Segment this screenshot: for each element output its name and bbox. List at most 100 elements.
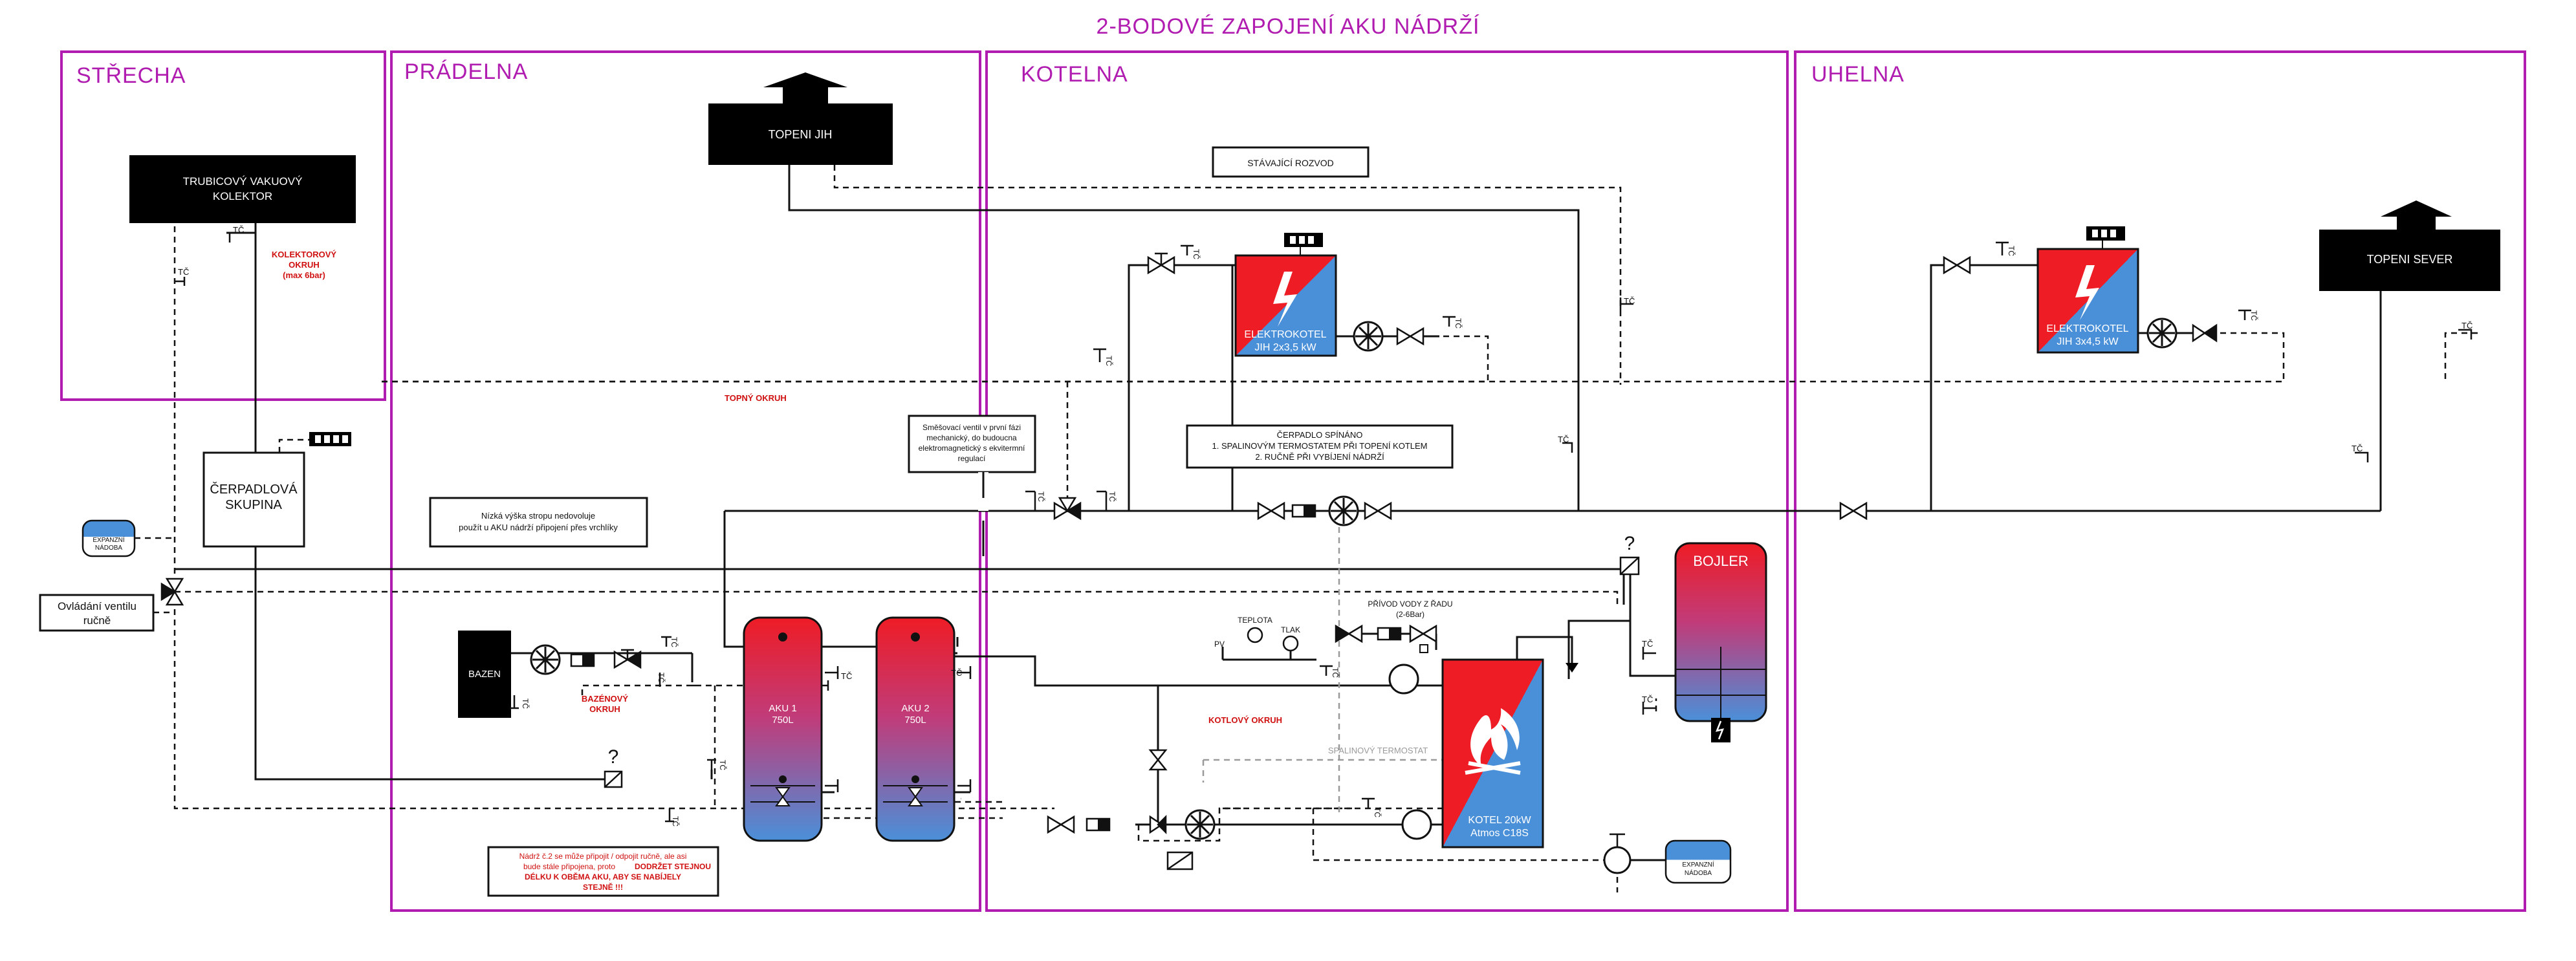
topeni-sever-block: TOPENI SEVER [2319, 200, 2500, 291]
tank2-note-2: bude stále připojena, proto [523, 862, 615, 871]
pool-circuit-label-1: BAZÉNOVÝ [582, 694, 629, 704]
tc-sensor-3: TČ [661, 636, 679, 647]
zone-strecha: STŘECHA [60, 50, 386, 401]
aku-tank-2: AKU 2 750L [875, 616, 955, 842]
svg-text:TČ: TČ [1104, 356, 1114, 366]
vacuum-collector: TRUBICOVÝ VAKUOVÝ KOLEKTOR [129, 155, 356, 223]
svg-text:TČ: TČ [2007, 246, 2016, 256]
tc-sensor-7: TČ [825, 666, 852, 681]
pool-circuit-label-2: OKRUH [589, 704, 620, 714]
svg-text:TČ: TČ [1108, 491, 1117, 502]
svg-text:TČ: TČ [1642, 695, 1653, 704]
pump-switch-note-1: ČERPADLO SPÍNÁNO [1277, 430, 1363, 440]
pv-label: PV [1214, 640, 1225, 649]
svg-text:TČ: TČ [2461, 321, 2472, 330]
svg-text:TČ: TČ [1558, 435, 1569, 444]
mixing-note-1: Směšovací ventil v první fázi [922, 423, 1021, 432]
main-line-pump [1257, 495, 1392, 526]
pipes-gray-dashed [1202, 527, 1443, 815]
pool-block: BAZEN [458, 631, 511, 718]
tc-sensor-21: TČ [1642, 639, 1656, 660]
question-mark-left: ? [608, 746, 619, 768]
zone-uhelna: UHELNA [1794, 50, 2526, 912]
aku-tank-1: AKU 1 750L [743, 616, 823, 842]
tc-sensor-25: TČ [2352, 444, 2369, 462]
question-mark-bojler: ? [1624, 533, 1635, 554]
svg-text:TČ: TČ [2249, 310, 2259, 321]
tc-sensor-6: TČ [707, 759, 728, 770]
svg-text:TČ: TČ [178, 267, 189, 277]
boiler-kotel: KOTEL 20kW Atmos C18S [1441, 636, 1578, 848]
three-way-valve-left [160, 578, 184, 606]
pump-group: ČERPADLOVÁ SKUPINA [202, 432, 351, 548]
zone-pipe-gap [978, 472, 988, 556]
expansion-vessel-kotelna: EXPANZNÍ NÁDOBA [1603, 833, 1732, 884]
svg-text:TČ: TČ [1373, 807, 1382, 817]
svg-text:TČ: TČ [2352, 444, 2363, 453]
pump-switch-note-3: 2. RUČNĚ PŘI VYBÍJENÍ NÁDRŽÍ [1255, 452, 1384, 462]
boiler-return-pump [1047, 749, 1432, 870]
collector-label-1: TRUBICOVÝ VAKUOVÝ [183, 175, 303, 188]
manual-valve-label-1: Ovládání ventilu [58, 600, 136, 612]
tc-sensor-12: TČ [1025, 490, 1046, 511]
flue-thermostat-label: SPALINOVÝ TERMOSTAT [1328, 746, 1428, 755]
water-supply-label-1: PŘÍVOD VODY Z ŘADU [1368, 599, 1452, 609]
tc-sensor-16: TČ [1443, 316, 1463, 329]
tlak-label: TLAK [1281, 625, 1300, 634]
ek-jih-label-2: JIH 2x3,5 kW [1254, 342, 1316, 353]
zone-title-kotelna: KOTELNA [1021, 62, 1128, 87]
tc-sensor-14: TČ [1093, 348, 1114, 366]
mixing-note-4: regulací [958, 454, 986, 463]
page-title: 2-BODOVÉ ZAPOJENÍ AKU NÁDRŽÍ [1097, 14, 1480, 39]
low-ceiling-label-1: Nízká výška stropu nedovoluje [481, 511, 595, 521]
mixing-valve-note: Směšovací ventil v první fázi mechanický… [908, 415, 1036, 473]
boiler-label-2: Atmos C18S [1470, 828, 1529, 839]
electro-boiler-sever: ELEKTROKOTEL JIH 3x4,5 kW [2036, 226, 2139, 354]
exp-left-label-2: NÁDOBA [95, 543, 123, 552]
exp-kotelna-label-2: NÁDOBA [1685, 869, 1712, 877]
tc-sensor-19: TČ [1320, 665, 1340, 678]
ek-jih-pump [1336, 321, 1439, 352]
expansion-vessel-left: EXPANZNÍ NÁDOBA [82, 519, 175, 557]
tc-sensors: TČ TČ TČ TČ TČ TČ TČ TČ TČ TČ TČ TČ TČ T… [175, 225, 2472, 826]
tlak-gauge [1282, 635, 1299, 652]
tc-sensor-27 [822, 680, 829, 691]
svg-text:TČ: TČ [670, 637, 679, 647]
tc-sensor-17: TČ [1558, 435, 1573, 453]
pool-label: BAZEN [468, 669, 501, 680]
tc-sensor-8 [825, 779, 839, 792]
svg-text:TČ: TČ [841, 671, 852, 681]
collector-circuit-label-3: (max 6bar) [283, 270, 325, 280]
tc-sensor-11: TČ [665, 808, 681, 826]
pump-group-label-1: ČERPADLOVÁ [210, 482, 298, 497]
tc-sensor-24: TČ [2238, 309, 2259, 321]
svg-text:TČ: TČ [233, 225, 244, 235]
bojler-tank: BOJLER [1674, 542, 1767, 742]
ek-jih-label-1: ELEKTROKOTEL [1244, 329, 1326, 340]
heating-circuit-label: TOPNÝ OKRUH [725, 393, 787, 403]
svg-text:TČ: TČ [718, 760, 728, 770]
manual-valve-note: Ovládání ventilu ručně [39, 594, 169, 632]
uhelna-main-valve [1839, 501, 1868, 521]
tank2-note-5: STEJNĚ !!! [583, 882, 623, 892]
check-valve-bojler: ? [1619, 533, 1640, 576]
manual-valve-label-2: ručně [83, 614, 111, 627]
bojler-label: BOJLER [1693, 553, 1749, 569]
boiler-feed-gauge [1388, 664, 1419, 695]
tc-sensor-26: TČ [2458, 321, 2472, 340]
ek-sever-pump [2138, 318, 2218, 349]
tc-sensor-13: TČ [1097, 490, 1117, 511]
topeni-sever-label: TOPENI SEVER [2367, 253, 2453, 266]
tc-sensor-4: TČ [657, 673, 666, 687]
mixing-valve [1053, 497, 1082, 521]
svg-text:TČ: TČ [521, 698, 530, 709]
aku-valves [775, 787, 923, 806]
tc-sensor-15: TČ [1181, 244, 1201, 259]
tc-sensor-18: TČ [1619, 296, 1635, 310]
ek-jih-valve [1147, 252, 1175, 275]
ek-sever-label-1: ELEKTROKOTEL [2046, 323, 2128, 334]
low-ceiling-label-2: použít u AKU nádrží připojení přes vrchl… [459, 523, 618, 532]
zone-title-strecha: STŘECHA [76, 63, 186, 88]
svg-text:TČ: TČ [1454, 318, 1463, 329]
